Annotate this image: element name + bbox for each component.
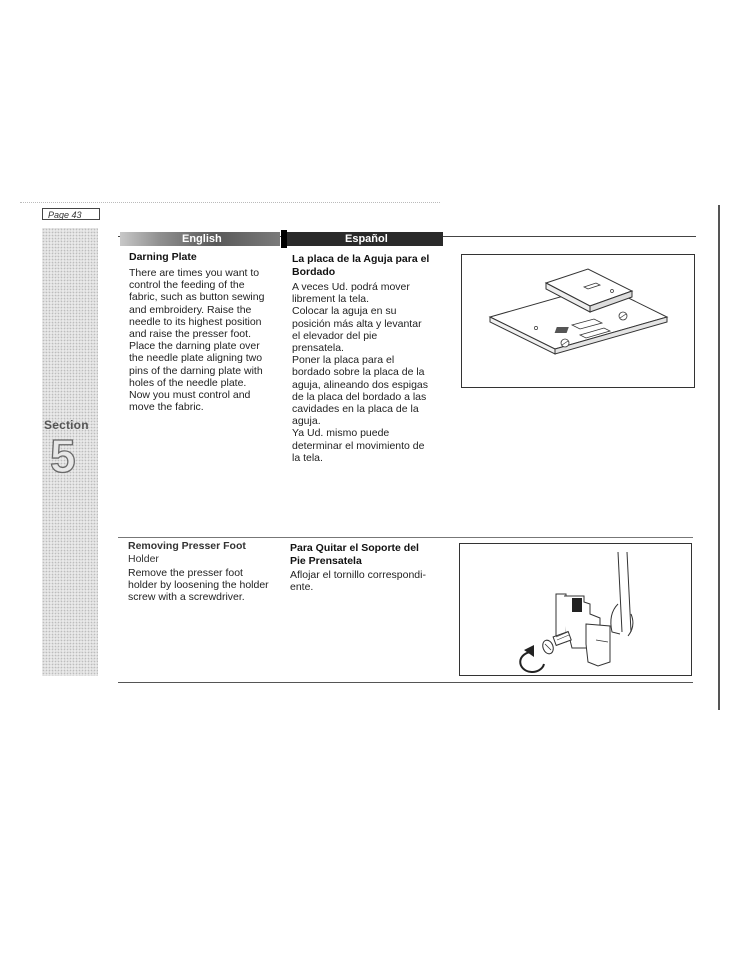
section-sidebar [42,228,98,676]
darning-plate-illustration [461,254,695,388]
section-rule-top [118,537,693,538]
scan-line [20,202,440,203]
darning-plate-text-es: A veces Ud. podrá mover librement la tel… [292,281,429,464]
presser-foot-text-en: Remove the presser foot holder by loosen… [128,567,269,604]
section-rule-bottom [118,682,693,683]
darning-plate-drawing [488,268,669,355]
section-number: 5 [49,430,76,482]
presser-foot-heading-en: Removing Presser Foot Holder [128,540,246,565]
page-number-label: Page 43 [48,210,82,220]
presser-foot-drawing [519,551,634,673]
scan-edge [718,205,720,710]
presser-foot-illustration [459,543,692,676]
page-number-tab: Page 43 [42,208,100,220]
darning-plate-heading-en: Darning Plate [129,251,197,263]
section-label: Section [44,418,89,432]
darning-plate-heading-es: La placa de la Aguja para el Bordado [292,253,430,278]
language-divider [281,230,287,248]
spanish-label: Español [345,233,388,245]
english-label: English [182,233,222,245]
presser-foot-text-es: Aflojar el tornillo correspondi- ente. [290,569,426,594]
presser-foot-heading-es: Para Quitar el Soporte del Pie Prensatel… [290,542,419,567]
spanish-language-bar: Español [287,232,443,246]
darning-plate-text-en: There are times you want to control the … [129,267,265,414]
english-language-bar: English [120,232,280,246]
